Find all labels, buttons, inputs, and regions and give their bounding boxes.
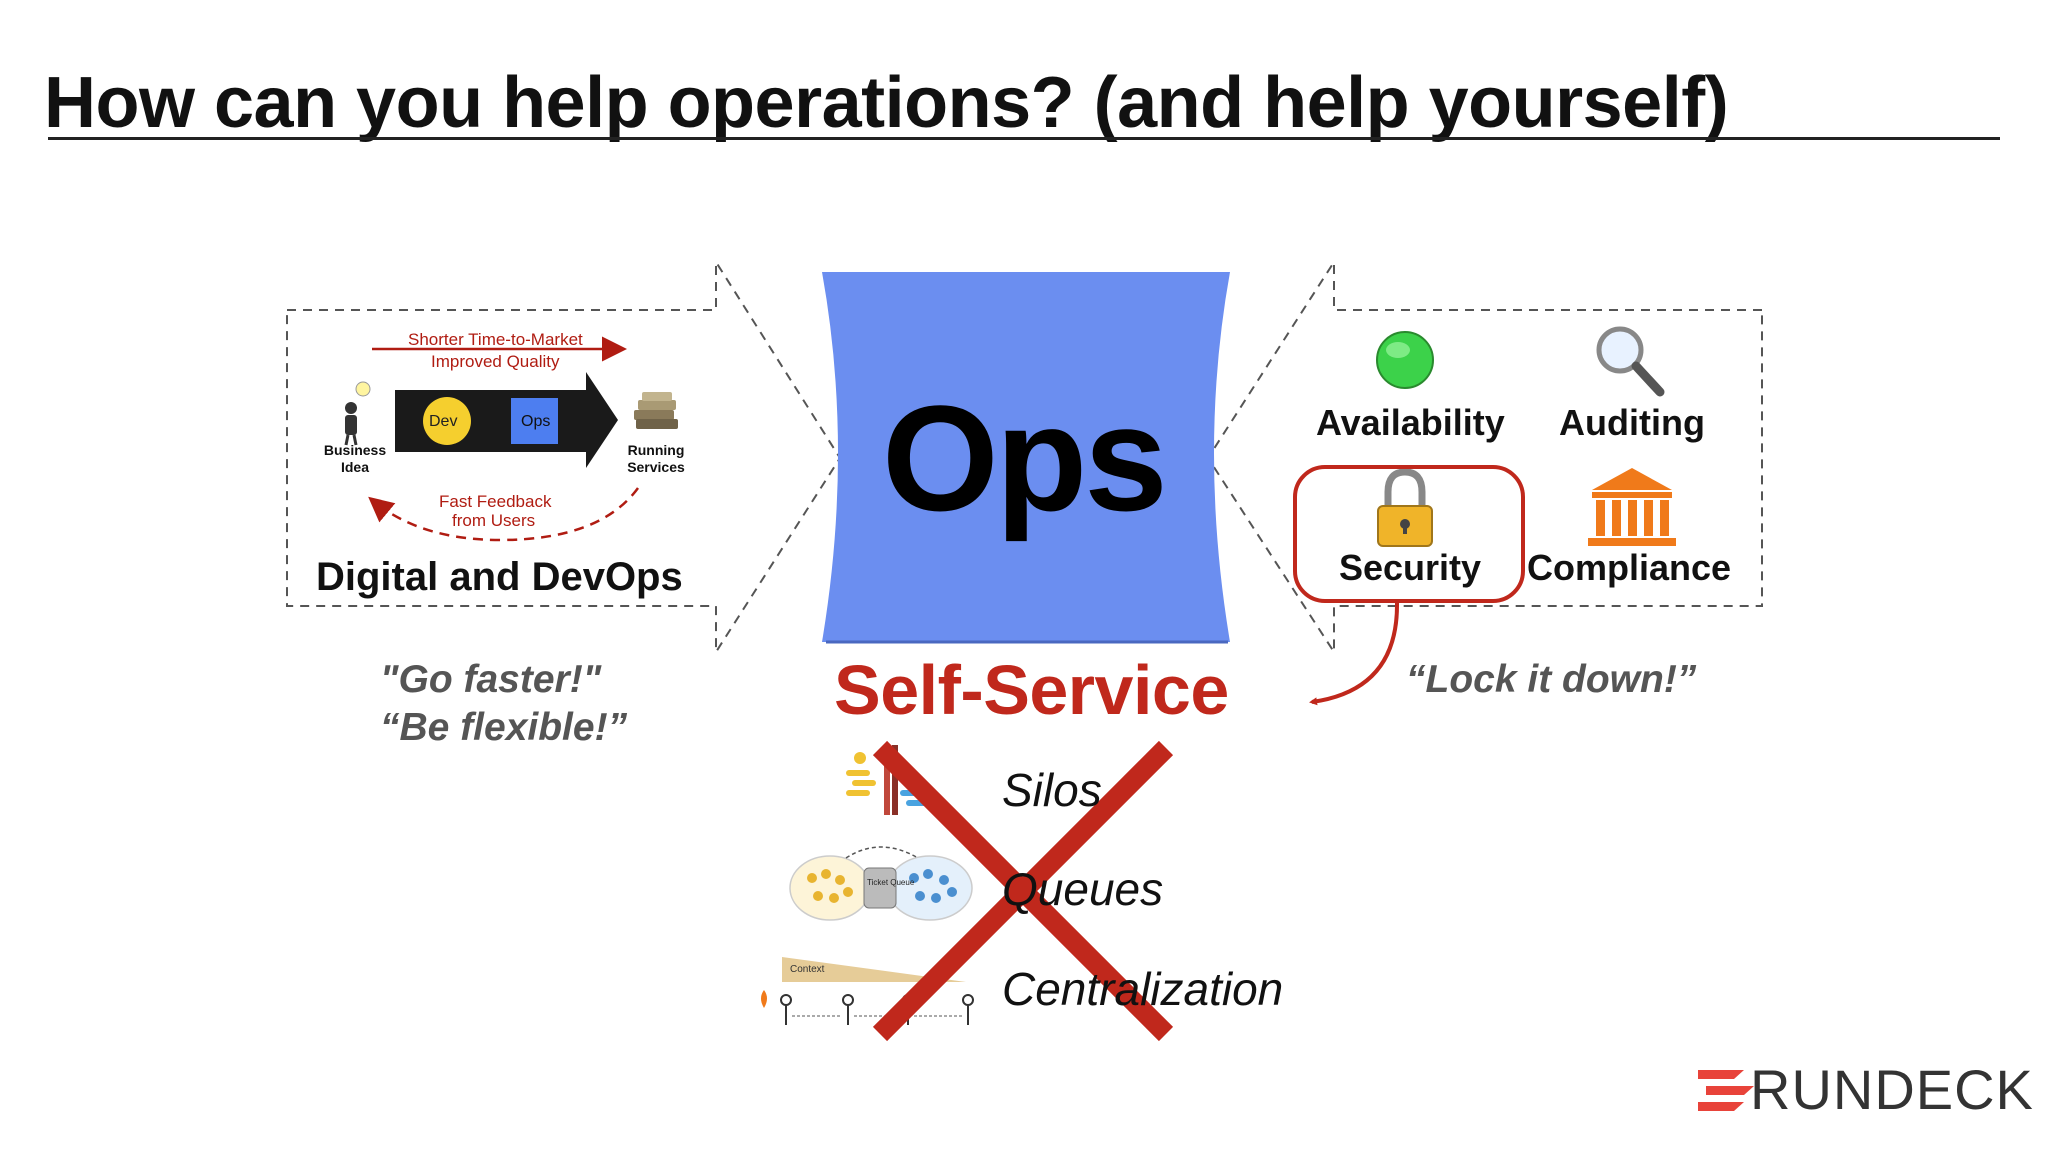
rundeck-logo-text: RUNDECK [1750, 1058, 2034, 1121]
dev-label: Dev [429, 413, 458, 430]
padlock-icon [1377, 468, 1433, 547]
running-services-label: Running Services [620, 442, 692, 476]
rundeck-logo-mark [1698, 1070, 1754, 1111]
ops-box [822, 272, 1230, 642]
digital-devops-label: Digital and DevOps [316, 555, 683, 599]
ticket-queue-label: Ticket Queue [867, 878, 915, 887]
compliance-label: Compliance [1527, 547, 1732, 588]
fast-feedback-label: Fast Feedback [439, 492, 552, 511]
context-label: Context [790, 964, 825, 975]
self-service-label: Self-Service [834, 651, 1229, 729]
be-flexible-quote: “Be flexible!” [380, 706, 628, 749]
availability-label: Availability [1316, 402, 1505, 443]
from-users-label: from Users [452, 511, 536, 530]
left-dashed-arrow-panel [286, 258, 842, 656]
lock-it-down-quote: “Lock it down!” [1406, 658, 1697, 701]
business-idea-label: Business Idea [323, 442, 387, 476]
ops-title: Ops [882, 374, 1168, 542]
business-idea-line2: Idea [340, 459, 369, 475]
money-stack-icon [634, 392, 678, 429]
centralization-diagram-icon [761, 957, 974, 1025]
business-idea-line1: Business [323, 442, 387, 458]
centralization-label: Centralization [1002, 963, 1284, 1015]
improved-quality-label: Improved Quality [431, 352, 560, 371]
green-circle-icon [1376, 331, 1434, 389]
running-services-line1: Running [627, 442, 685, 458]
auditing-label: Auditing [1559, 402, 1705, 443]
security-label: Security [1339, 547, 1482, 588]
ticket-queue-diagram-icon [789, 846, 973, 921]
go-faster-quote: "Go faster!" [380, 658, 602, 701]
fast-feedback-arrow [368, 487, 640, 542]
silos-label: Silos [1002, 764, 1102, 816]
person-lightbulb-icon [344, 381, 371, 446]
title-underline [48, 137, 2000, 140]
big-red-x [872, 740, 1174, 1042]
ops-mini-label: Ops [521, 413, 551, 430]
magnifier-icon [1596, 326, 1665, 397]
running-services-line2: Services [627, 459, 685, 475]
right-dashed-arrow-panel [1206, 258, 1763, 656]
security-to-selfservice-arrow [1309, 602, 1400, 706]
slide-title: How can you help operations? (and help y… [44, 63, 1729, 143]
time-to-market-label: Shorter Time-to-Market [408, 330, 583, 349]
ops-square [511, 398, 558, 444]
building-columns-icon [1588, 468, 1676, 546]
dev-circle [423, 397, 471, 445]
security-highlight [1293, 465, 1525, 603]
queues-label: Queues [1002, 863, 1164, 915]
